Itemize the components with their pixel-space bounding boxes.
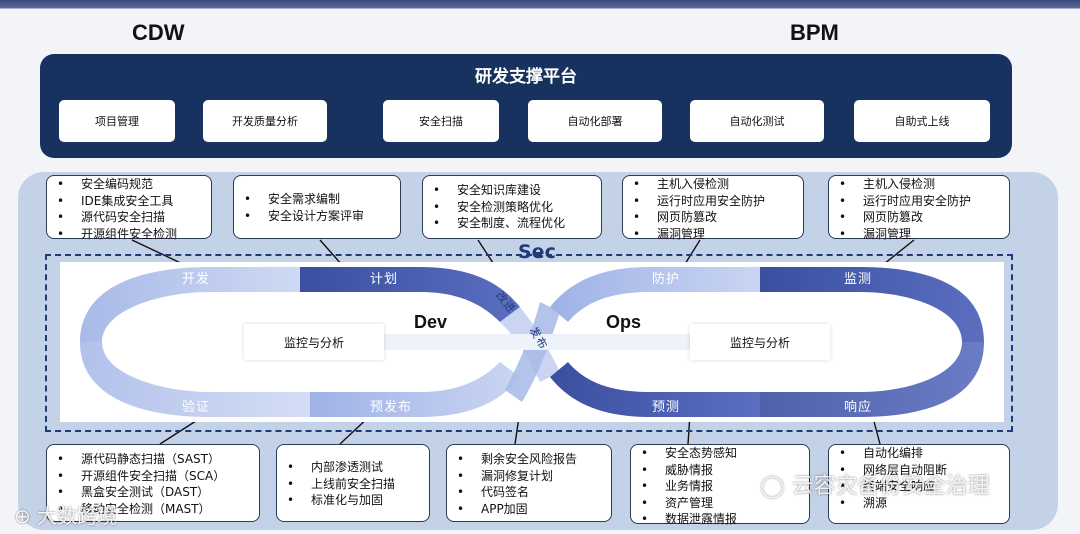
platform-item-auto-deploy: 自动化部署 <box>528 100 662 142</box>
label-protect: 防护 <box>652 272 681 287</box>
note-item: 安全态势感知 <box>641 445 809 462</box>
loop-segment-predict <box>550 362 760 417</box>
note-item: 黑盒安全测试（DAST） <box>57 484 259 501</box>
note-item: 自动化编排 <box>839 445 1009 462</box>
note-item: 内部渗透测试 <box>287 459 429 476</box>
note-item: 安全需求编制 <box>244 191 400 208</box>
brand-text: 大数跨境 <box>37 504 118 528</box>
note-item: 移动安全检测（MAST） <box>57 501 259 518</box>
loop-segment-verify <box>80 342 310 417</box>
loop-segment-plan <box>300 267 520 322</box>
platform-item-auto-test: 自动化测试 <box>690 100 824 142</box>
note-item: 安全编码规范 <box>57 176 211 193</box>
note-item: 上线前安全扫描 <box>287 476 429 493</box>
note-develop: 安全编码规范 IDE集成安全工具 源代码安全扫描 开源组件安全检测 <box>46 175 212 242</box>
wechat-icon: ◯ <box>760 474 785 499</box>
note-plan: 安全需求编制 安全设计方案评审 <box>233 175 401 239</box>
platform-item-quality-analysis: 开发质量分析 <box>203 100 327 142</box>
platform-item-security-scan: 安全扫描 <box>383 100 499 142</box>
note-predict: 安全态势感知 威胁情报 业务情报 资产管理 数据泄露情报 <box>630 444 810 527</box>
brand-watermark: ⊕ 大数跨境 <box>14 500 117 529</box>
note-item: 网络层自动阻断 <box>839 462 1009 479</box>
note-respond: 自动化编排 网络层自动阻断 终端安全响应 溯源 <box>828 444 1010 524</box>
loop-segment-respond <box>760 342 984 417</box>
wechat-watermark: ◯ 云容灾备份安全治理 <box>760 468 990 500</box>
note-item: 代码签名 <box>457 484 611 501</box>
note-item: 网页防篡改 <box>839 209 1009 226</box>
note-item: 漏洞修复计划 <box>457 468 611 485</box>
cdw-header: CDW <box>132 20 185 45</box>
note-item: 威胁情报 <box>641 462 809 479</box>
platform-item-project-management: 项目管理 <box>59 100 175 142</box>
note-item: 开源组件安全检测 <box>57 226 211 243</box>
loop-segment-develop <box>80 267 300 342</box>
note-item: APP加固 <box>457 501 611 518</box>
loop-segment-protect <box>550 267 760 322</box>
label-monitor: 监测 <box>844 272 873 287</box>
right-monitor-analysis: 监控与分析 <box>690 324 830 360</box>
note-item: 业务情报 <box>641 478 809 495</box>
devops-loop-area <box>60 262 1004 422</box>
watermark-text: 云容灾备份安全治理 <box>791 474 990 499</box>
note-item: 源代码静态扫描（SAST） <box>57 451 259 468</box>
note-item: 溯源 <box>839 495 1009 512</box>
note-item: 运行时应用安全防护 <box>839 193 1009 210</box>
note-item: 漏洞管理 <box>839 226 1009 243</box>
center-band <box>380 334 700 350</box>
loop-segment-monitor <box>760 267 984 342</box>
note-improve: 安全知识库建设 安全检测策略优化 安全制度、流程优化 <box>422 175 602 239</box>
note-item: 剩余安全风险报告 <box>457 451 611 468</box>
note-item: 运行时应用安全防护 <box>633 193 803 210</box>
note-item: 主机入侵检测 <box>839 176 1009 193</box>
note-prerelease: 内部渗透测试 上线前安全扫描 标准化与加固 <box>276 444 430 522</box>
note-item: 漏洞管理 <box>633 226 803 243</box>
note-item: 安全设计方案评审 <box>244 208 400 225</box>
label-prerelease: 预发布 <box>370 400 413 415</box>
label-respond: 响应 <box>844 400 873 415</box>
platform-item-self-release: 自助式上线 <box>854 100 990 142</box>
brand-logo-icon: ⊕ <box>14 504 31 528</box>
note-item: 数据泄露情报 <box>641 511 809 528</box>
note-item: 终端安全响应 <box>839 478 1009 495</box>
label-predict: 预测 <box>652 400 681 415</box>
label-verify: 验证 <box>182 400 211 415</box>
note-monitor: 主机入侵检测 运行时应用安全防护 网页防篡改 漏洞管理 <box>828 175 1010 242</box>
note-release: 剩余安全风险报告 漏洞修复计划 代码签名 APP加固 <box>446 444 612 522</box>
platform-title: 研发支撑平台 <box>475 67 577 87</box>
devops-loop-diagram <box>80 267 984 417</box>
left-monitor-analysis: 监控与分析 <box>244 324 384 360</box>
note-item: 开源组件安全扫描（SCA） <box>57 468 259 485</box>
sec-label: Sec <box>518 241 556 263</box>
rd-support-platform: 研发支撑平台 项目管理 开发质量分析 安全扫描 自动化部署 自动化测试 自助式上… <box>40 54 1012 158</box>
loop-segment-prerelease <box>310 362 520 417</box>
ops-label: Ops <box>606 312 642 332</box>
note-item: 网页防篡改 <box>633 209 803 226</box>
label-develop: 开发 <box>182 272 211 287</box>
loop-segment-release <box>505 302 560 402</box>
note-verify: 源代码静态扫描（SAST） 开源组件安全扫描（SCA） 黑盒安全测试（DAST）… <box>46 444 260 522</box>
note-item: 主机入侵检测 <box>633 176 803 193</box>
note-item: 源代码安全扫描 <box>57 209 211 226</box>
dev-label: Dev <box>414 312 448 332</box>
note-item: 安全知识库建设 <box>433 182 601 199</box>
label-plan: 计划 <box>370 272 399 287</box>
note-item: 安全制度、流程优化 <box>433 215 601 232</box>
note-item: 安全检测策略优化 <box>433 199 601 216</box>
bpm-header: BPM <box>790 20 839 45</box>
sec-dashed-boundary <box>45 254 1013 432</box>
note-item: 标准化与加固 <box>287 492 429 509</box>
note-item: 资产管理 <box>641 495 809 512</box>
note-protect: 主机入侵检测 运行时应用安全防护 网页防篡改 漏洞管理 <box>622 175 804 242</box>
note-item: IDE集成安全工具 <box>57 193 211 210</box>
